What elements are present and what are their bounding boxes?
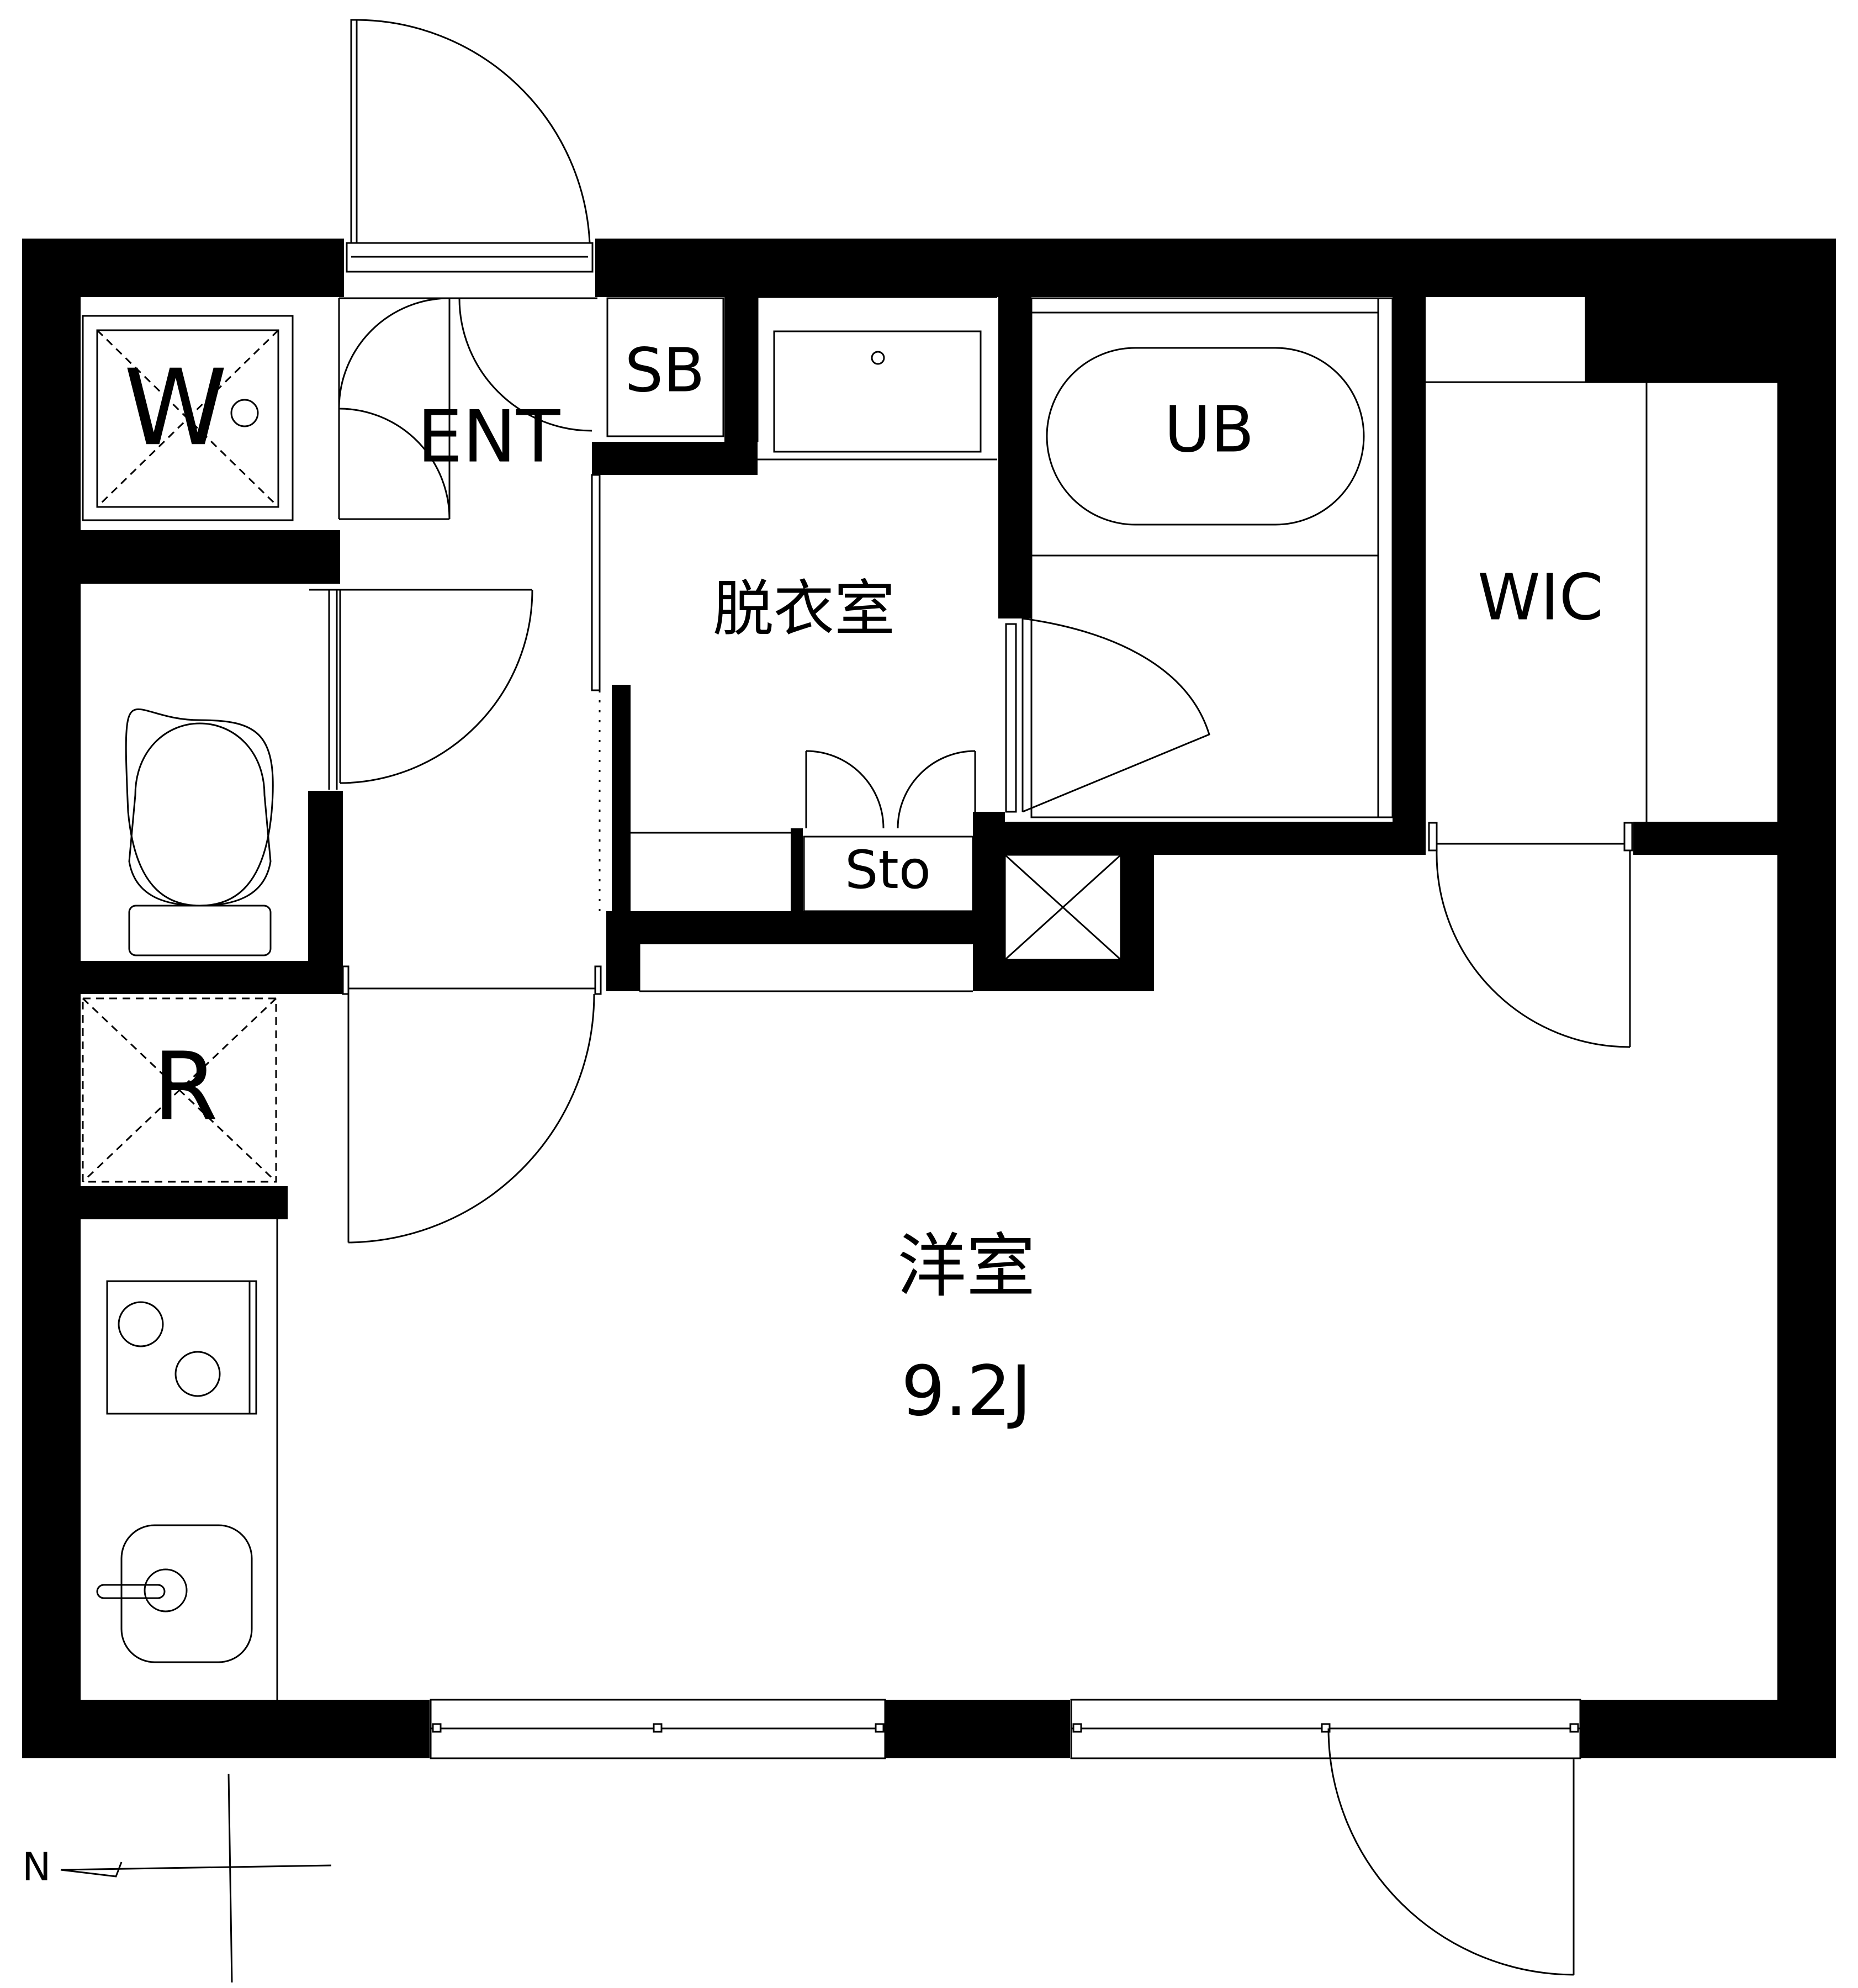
toilet-icon <box>125 708 274 956</box>
unit-bath-label: UB <box>1164 393 1254 467</box>
wall-bath-bottom <box>998 822 1426 855</box>
refrigerator-label: R <box>153 1032 218 1141</box>
entrance-door[interactable] <box>346 19 594 273</box>
wall-wic-bottom <box>1633 822 1777 855</box>
window-left <box>430 1699 886 1759</box>
outer-wall-left <box>22 239 81 1758</box>
shoe-box-area <box>606 297 724 437</box>
window-right-door[interactable] <box>1070 1699 1581 1976</box>
stove-icon <box>106 1280 257 1415</box>
wall-bath-left <box>998 297 1031 618</box>
wall-toilet-bottom <box>81 961 343 994</box>
western-room-size: 9.2J <box>901 1351 1031 1431</box>
washer-icon <box>82 315 294 521</box>
shoe-box-label: SB <box>624 335 705 405</box>
outer-wall-bottom-left <box>22 1700 430 1758</box>
washbasin-icon <box>756 296 997 461</box>
wall-shaft-frame-bottom <box>973 960 1154 991</box>
storage-area <box>803 836 974 912</box>
compass-icon: N <box>22 1773 332 1983</box>
doors <box>309 19 1633 1244</box>
windows <box>430 1699 1581 1976</box>
wall-corridor-right <box>612 685 631 911</box>
wall-fridge-bottom <box>81 1186 288 1219</box>
toilet-door[interactable] <box>309 589 533 790</box>
wall-wic-left <box>1393 297 1426 855</box>
pipe-shaft-icon <box>1004 854 1122 961</box>
corridor-shelf <box>631 832 973 992</box>
dressing-room-label: 脱衣室 <box>713 573 895 644</box>
kitchen-counter <box>96 1219 278 1700</box>
entrance-inner-door[interactable] <box>338 297 597 520</box>
wall-sto-left <box>791 828 803 911</box>
outer-wall-bottom-right <box>1580 1700 1836 1758</box>
wall-washer-bottom <box>81 530 340 584</box>
outer-wall-bottom-mid <box>885 1700 1070 1758</box>
entrance-label: ENT <box>417 395 560 479</box>
bathtub-icon <box>1030 297 1394 818</box>
outer-wall-right <box>1777 239 1836 1758</box>
wic-door[interactable] <box>1428 822 1633 1048</box>
room-labels: W ENT SB UB WIC 脱衣室 Sto R 洋室 9.2J <box>124 335 1603 1431</box>
hall-door[interactable] <box>342 965 602 1244</box>
fixtures <box>82 296 1777 1700</box>
fridge-space <box>82 997 277 1183</box>
corner-pillar <box>1586 239 1836 382</box>
storage-label: Sto <box>845 840 931 901</box>
wall-hall-end <box>606 911 639 991</box>
wic-shelves <box>1426 297 1777 822</box>
storage-doors[interactable] <box>805 750 976 829</box>
wic-label: WIC <box>1478 561 1603 635</box>
sink-icon <box>96 1524 253 1663</box>
western-room-label: 洋室 <box>897 1226 1035 1307</box>
bath-door[interactable] <box>1005 617 1210 813</box>
wall-sb-right <box>724 297 758 475</box>
dressing-sliding-door[interactable] <box>591 474 601 911</box>
washer-label: W <box>124 347 227 469</box>
wall-corridor-bottom <box>606 911 993 944</box>
north-label: N <box>22 1844 51 1890</box>
wall-toilet-right <box>308 791 343 994</box>
walls <box>22 239 1836 1758</box>
